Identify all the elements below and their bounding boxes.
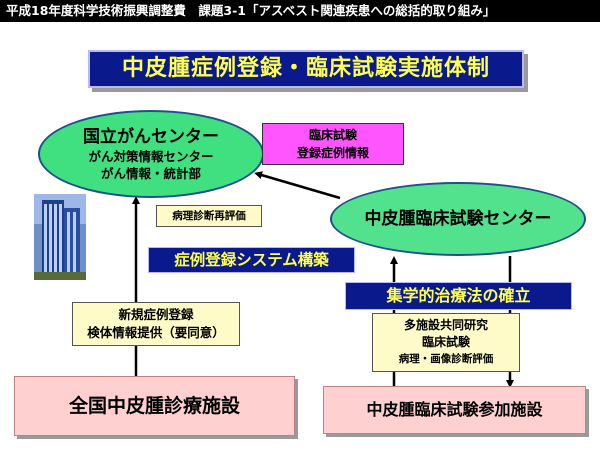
arrow-center-to-ncc [254,171,341,200]
ncc-name: 国立がんセンター [83,127,219,147]
multi-line1: 多施設共同研究 [403,318,488,332]
national-cancer-center-node: 国立がんセンター がん対策情報センター がん情報・統計部 [38,110,264,198]
multi-line3: 病理・画像診断評価 [398,353,494,365]
header-bar: 平成18年度科学技術振興調整費 課題3-1「アスベスト関連疾患への総括的取り組み… [0,0,600,22]
diagram-title: 中皮腫症例登録・臨床試験実施体制 [88,50,524,88]
registry-system-banner: 症例登録システム構築 [148,247,355,273]
info-line1: 臨床試験 [308,128,357,142]
trial-center-node: 中皮腫臨床試験センター [330,182,586,256]
info-line2: 登録症例情報 [296,146,369,160]
pathology-review-box: 病理診断再評価 [156,205,262,227]
national-facilities-node: 全国中皮腫診療施設 [14,376,295,436]
trial-facilities-node: 中皮腫臨床試験参加施設 [323,386,586,434]
ncc-sub2: がん情報・統計部 [100,166,201,181]
building-photo [34,194,86,280]
new-case-box: 新規症例登録 検体情報提供（要同意） [72,302,240,346]
ncc-sub1: がん対策情報センター [88,149,214,164]
multimodal-therapy-banner: 集学的治療法の確立 [345,282,572,310]
multi-center-box: 多施設共同研究 臨床試験 病理・画像診断評価 [372,313,520,372]
multi-line2: 臨床試験 [421,335,470,349]
new-case-line1: 新規症例登録 [118,307,194,322]
header-text: 平成18年度科学技術振興調整費 課題3-1「アスベスト関連疾患への総括的取り組み… [6,3,496,18]
new-case-line2: 検体情報提供（要同意） [87,325,225,340]
trial-info-box: 臨床試験 登録症例情報 [262,123,404,165]
